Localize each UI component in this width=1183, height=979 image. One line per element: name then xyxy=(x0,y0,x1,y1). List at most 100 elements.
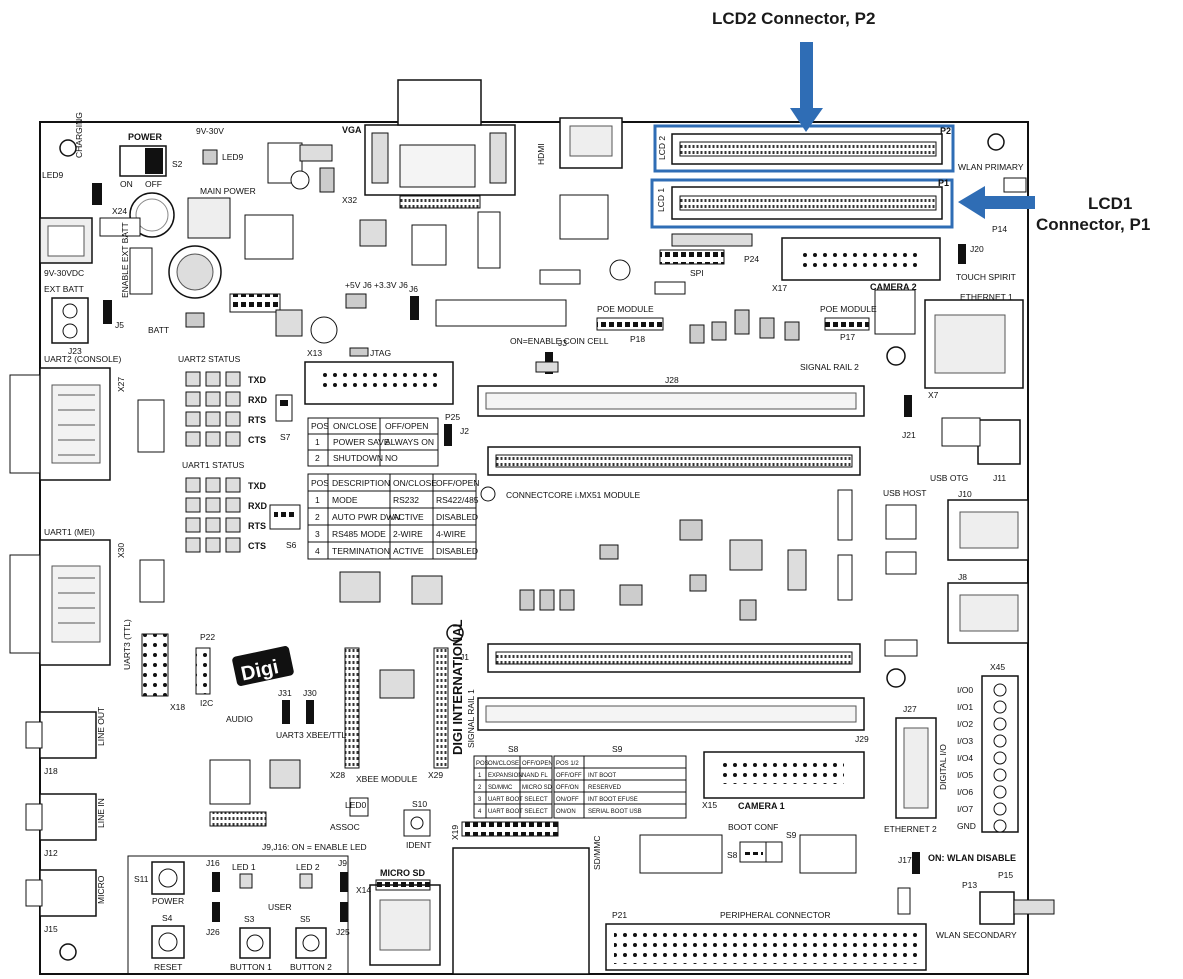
label-j21: J21 xyxy=(902,430,916,440)
label-x28: X28 xyxy=(330,770,345,780)
label-vdc: 9V-30VDC xyxy=(44,268,84,278)
label-button1: BUTTON 1 xyxy=(230,962,272,972)
label-p2: P2 xyxy=(940,126,951,136)
jtag-header[interactable] xyxy=(304,361,454,405)
batt-terminal[interactable] xyxy=(51,297,89,344)
label-wlan-primary: WLAN PRIMARY xyxy=(958,162,1024,172)
label-j31: J31 xyxy=(278,688,292,698)
label-x17: X17 xyxy=(772,283,787,293)
wlan-secondary-antenna[interactable] xyxy=(979,891,1055,925)
micro-sd-slot[interactable] xyxy=(369,884,441,966)
label-rxd-2: RXD xyxy=(248,501,268,511)
signal-rail-1-j29[interactable] xyxy=(477,697,865,731)
label-j6: J6 xyxy=(409,284,418,294)
label-power-btn: POWER xyxy=(152,896,184,906)
label-uart2-status: UART2 STATUS xyxy=(178,354,241,364)
label-ethernet2: ETHERNET 2 xyxy=(884,824,937,834)
label-s10: S10 xyxy=(412,799,427,809)
uart1-mei-port[interactable] xyxy=(9,539,111,666)
uart-led-grid xyxy=(185,371,241,553)
hdmi-connector[interactable] xyxy=(559,117,623,169)
label-assoc: ASSOC xyxy=(330,822,360,832)
tbl-mid-r1c0: 2 xyxy=(315,512,320,522)
label-p17: P17 xyxy=(840,332,855,342)
tbl-mid-r1c2: ACTIVE xyxy=(393,512,424,522)
tbl-s8-r1c0: 2 xyxy=(478,785,482,791)
dio-7: I/O7 xyxy=(957,804,973,814)
label-s2: S2 xyxy=(172,159,183,169)
label-user: USER xyxy=(268,902,292,912)
label-txd-2: TXD xyxy=(248,481,267,491)
label-camera2: CAMERA 2 xyxy=(870,282,917,292)
tbl-s8-h2: OFF/OPEN xyxy=(522,761,553,767)
lcd2-connector[interactable] xyxy=(653,124,955,173)
label-p24: P24 xyxy=(744,254,759,264)
label-voltage-jumper: +5V J6 +3.3V J6 xyxy=(345,280,408,290)
button1[interactable] xyxy=(239,927,271,959)
sd-mmc-slot[interactable] xyxy=(452,847,590,975)
reset-button[interactable] xyxy=(151,925,185,959)
tbl-s8-r0c0: 1 xyxy=(478,773,482,779)
label-digital-io: DIGITAL I/O xyxy=(938,744,948,790)
label-j23: J23 xyxy=(68,346,82,356)
label-x15: X15 xyxy=(702,800,717,810)
module-connector-top[interactable] xyxy=(487,446,861,476)
tbl-mid-r0c3: RS422/485 xyxy=(436,495,479,505)
tbl-mid-r1c1: AUTO PWR DWN xyxy=(332,512,400,522)
dio-1: I/O1 xyxy=(957,702,973,712)
switch-s7[interactable] xyxy=(275,394,293,422)
label-j10: J10 xyxy=(958,489,972,499)
label-j16: J16 xyxy=(206,858,220,868)
label-j20: J20 xyxy=(970,244,984,254)
label-signal-rail-2: SIGNAL RAIL 2 xyxy=(800,362,859,372)
tbl-s8-h1: ON/CLOSE xyxy=(488,761,519,767)
button2[interactable] xyxy=(295,927,327,959)
peripheral-connector[interactable] xyxy=(605,923,927,971)
label-company: DIGI INTERNATIONAL xyxy=(450,619,465,755)
dio-0: I/O0 xyxy=(957,685,973,695)
label-uart3-ttl: UART3 (TTL) xyxy=(122,619,132,670)
label-rxd: RXD xyxy=(248,395,268,405)
switch-s9[interactable] xyxy=(765,841,783,863)
line-in-jack[interactable] xyxy=(25,793,97,841)
label-poe-module-a: POE MODULE xyxy=(597,304,654,314)
dc-jack[interactable]: 9V-30VDC xyxy=(39,217,93,278)
ethernet1-jack[interactable] xyxy=(924,299,1024,389)
label-p22: P22 xyxy=(200,632,215,642)
label-led9-b: LED9 xyxy=(42,170,64,180)
label-txd: TXD xyxy=(248,375,267,385)
table-s9: POS 1/2 OFF/OFF INT BOOT OFF/ON RESERVED… xyxy=(553,755,687,819)
label-audio: AUDIO xyxy=(226,714,253,724)
label-uart3-xbee: UART3 XBEE/TTL xyxy=(276,730,346,740)
dio-8: GND xyxy=(957,821,976,831)
label-signal-rail-1: SIGNAL RAIL 1 xyxy=(466,689,476,748)
label-p18: P18 xyxy=(630,334,645,344)
digital-io-terminal[interactable] xyxy=(981,675,1019,833)
label-micro: MICRO xyxy=(96,875,106,904)
power-button[interactable] xyxy=(151,861,185,895)
module-components xyxy=(339,489,853,621)
tbl-s8-r2c0: 3 xyxy=(478,797,482,803)
signal-rail-2-j28[interactable] xyxy=(477,385,865,417)
vga-connector[interactable] xyxy=(364,79,516,196)
label-j27: J27 xyxy=(903,704,917,714)
line-out-jack[interactable] xyxy=(25,711,97,759)
label-xbee: XBEE MODULE xyxy=(356,774,418,784)
ethernet2-connector[interactable] xyxy=(895,717,937,819)
tbl-s8-h0: POS xyxy=(476,761,489,767)
label-peripheral-connector: PERIPHERAL CONNECTOR xyxy=(720,910,831,920)
label-j11: J11 xyxy=(993,473,1006,483)
label-on: ON xyxy=(120,179,133,189)
tbl-top-r1c1: SHUTDOWN xyxy=(333,453,383,463)
tbl-mid-r2c3: 4-WIRE xyxy=(436,529,466,539)
camera1-header[interactable] xyxy=(703,751,865,799)
uart2-console-port[interactable] xyxy=(9,367,111,481)
camera2-header[interactable] xyxy=(781,237,941,281)
callout-lcd2: LCD2 Connector, P2 xyxy=(712,8,875,29)
micro-jack[interactable] xyxy=(25,869,97,917)
lcd1-connector[interactable] xyxy=(650,178,954,229)
label-led9: LED9 xyxy=(222,152,244,162)
usb-otg-port[interactable] xyxy=(977,419,1021,465)
module-connector-bottom[interactable] xyxy=(487,643,861,673)
label-j25: J25 xyxy=(336,927,350,937)
